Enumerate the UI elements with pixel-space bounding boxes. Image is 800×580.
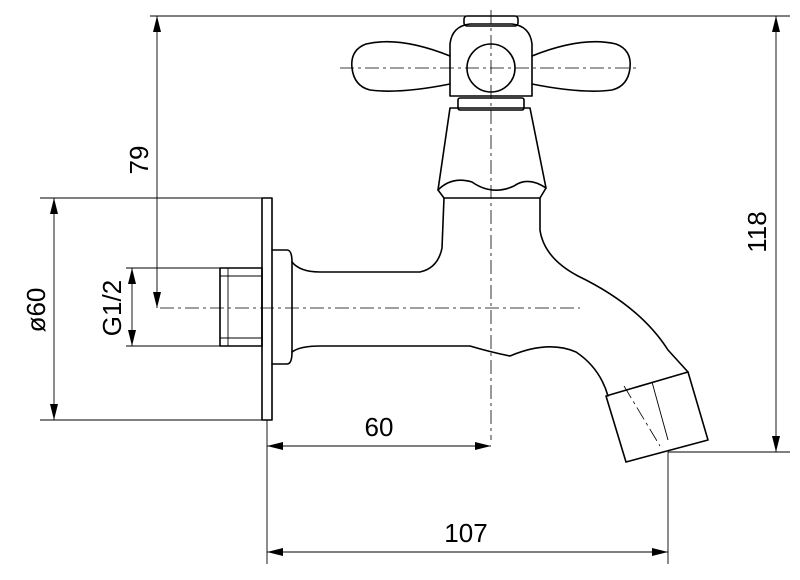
- dim-total-length: 107: [444, 518, 487, 548]
- dimension-lines: [50, 16, 780, 556]
- threaded-inlet: [219, 267, 263, 347]
- handle-arm-left: [350, 40, 451, 92]
- dim-thread: G1/2: [97, 280, 127, 336]
- handle-hub: [449, 23, 533, 97]
- dim-total-height: 118: [742, 211, 772, 252]
- extension-lines: [40, 15, 790, 564]
- faucet-outline: [219, 15, 709, 463]
- handle-arm-right: [531, 40, 632, 92]
- dimension-labels: 79 118 ø60 G1/2 60 107: [21, 146, 772, 548]
- bonnet: [437, 107, 547, 191]
- spout-body: [291, 197, 689, 373]
- spout-nozzle: [605, 371, 709, 463]
- dim-flange-diameter: ø60: [21, 288, 51, 333]
- dim-spout-center-offset: 60: [365, 412, 394, 442]
- dim-top-height: 79: [124, 146, 154, 175]
- wall-flange: [261, 197, 273, 421]
- flange-collar: [271, 249, 293, 365]
- center-lines: [160, 10, 661, 447]
